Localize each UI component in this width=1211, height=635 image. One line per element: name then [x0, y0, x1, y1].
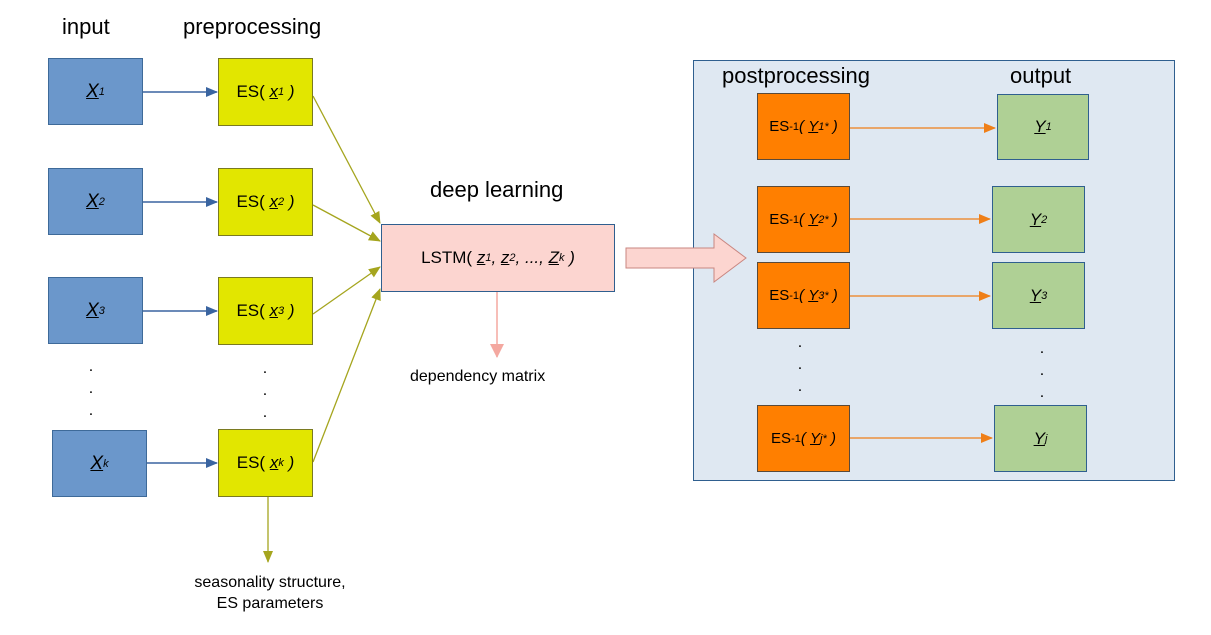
arrow-es3-lstm — [312, 266, 381, 315]
arrow-es2-lstm — [312, 204, 381, 242]
post-ellipsis: ... — [797, 334, 803, 395]
header-input: input — [62, 14, 110, 39]
output-ellipsis: ... — [1039, 340, 1045, 401]
arrow-es1-lstm — [312, 95, 381, 224]
header-output: output — [1010, 63, 1072, 88]
arrow-esk-lstm — [312, 288, 381, 463]
seasonality-label: seasonality structure, ES parameters — [194, 574, 346, 612]
input-ellipsis: ... — [88, 358, 94, 419]
header-postprocessing: postprocessing — [722, 63, 870, 88]
header-preprocessing: preprocessing — [183, 14, 322, 39]
es-ellipsis: ... — [262, 360, 268, 421]
block-arrow-to-postprocessing — [625, 233, 747, 283]
dependency-matrix-label: dependency matrix — [410, 368, 546, 385]
header-deep-learning: deep learning — [430, 177, 564, 202]
